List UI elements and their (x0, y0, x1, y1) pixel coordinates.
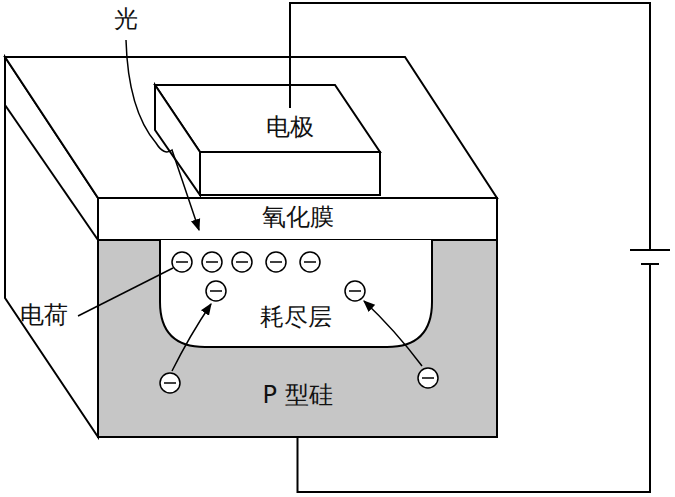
node-label: P 型硅 (98, 382, 497, 410)
charges (160, 252, 438, 393)
electrode-box: 电极 (225, 108, 355, 148)
charge-label: 电荷 (20, 302, 68, 330)
depletion-region (160, 240, 432, 347)
charge-leader (78, 268, 173, 316)
light-label: 光 (114, 6, 138, 34)
light-leader (126, 40, 199, 230)
node-label: 电极 (225, 114, 355, 142)
depletion-box: 耗尽层 (160, 240, 432, 347)
charge-drift-arrow (364, 301, 422, 366)
charge-drift-arrow (172, 304, 211, 371)
silicon-block: P 型硅 耗尽层 (98, 240, 497, 437)
silicon-front (98, 240, 497, 437)
electrode-side (155, 85, 200, 195)
oxide-band: 氧化膜 (98, 198, 497, 240)
block-top-face (5, 57, 497, 198)
oxide-front (98, 198, 497, 240)
node-label: 氧化膜 (98, 204, 497, 232)
node-label: 耗尽层 (160, 304, 432, 332)
circuit-wire (290, 3, 650, 492)
electrode-front (200, 152, 380, 195)
